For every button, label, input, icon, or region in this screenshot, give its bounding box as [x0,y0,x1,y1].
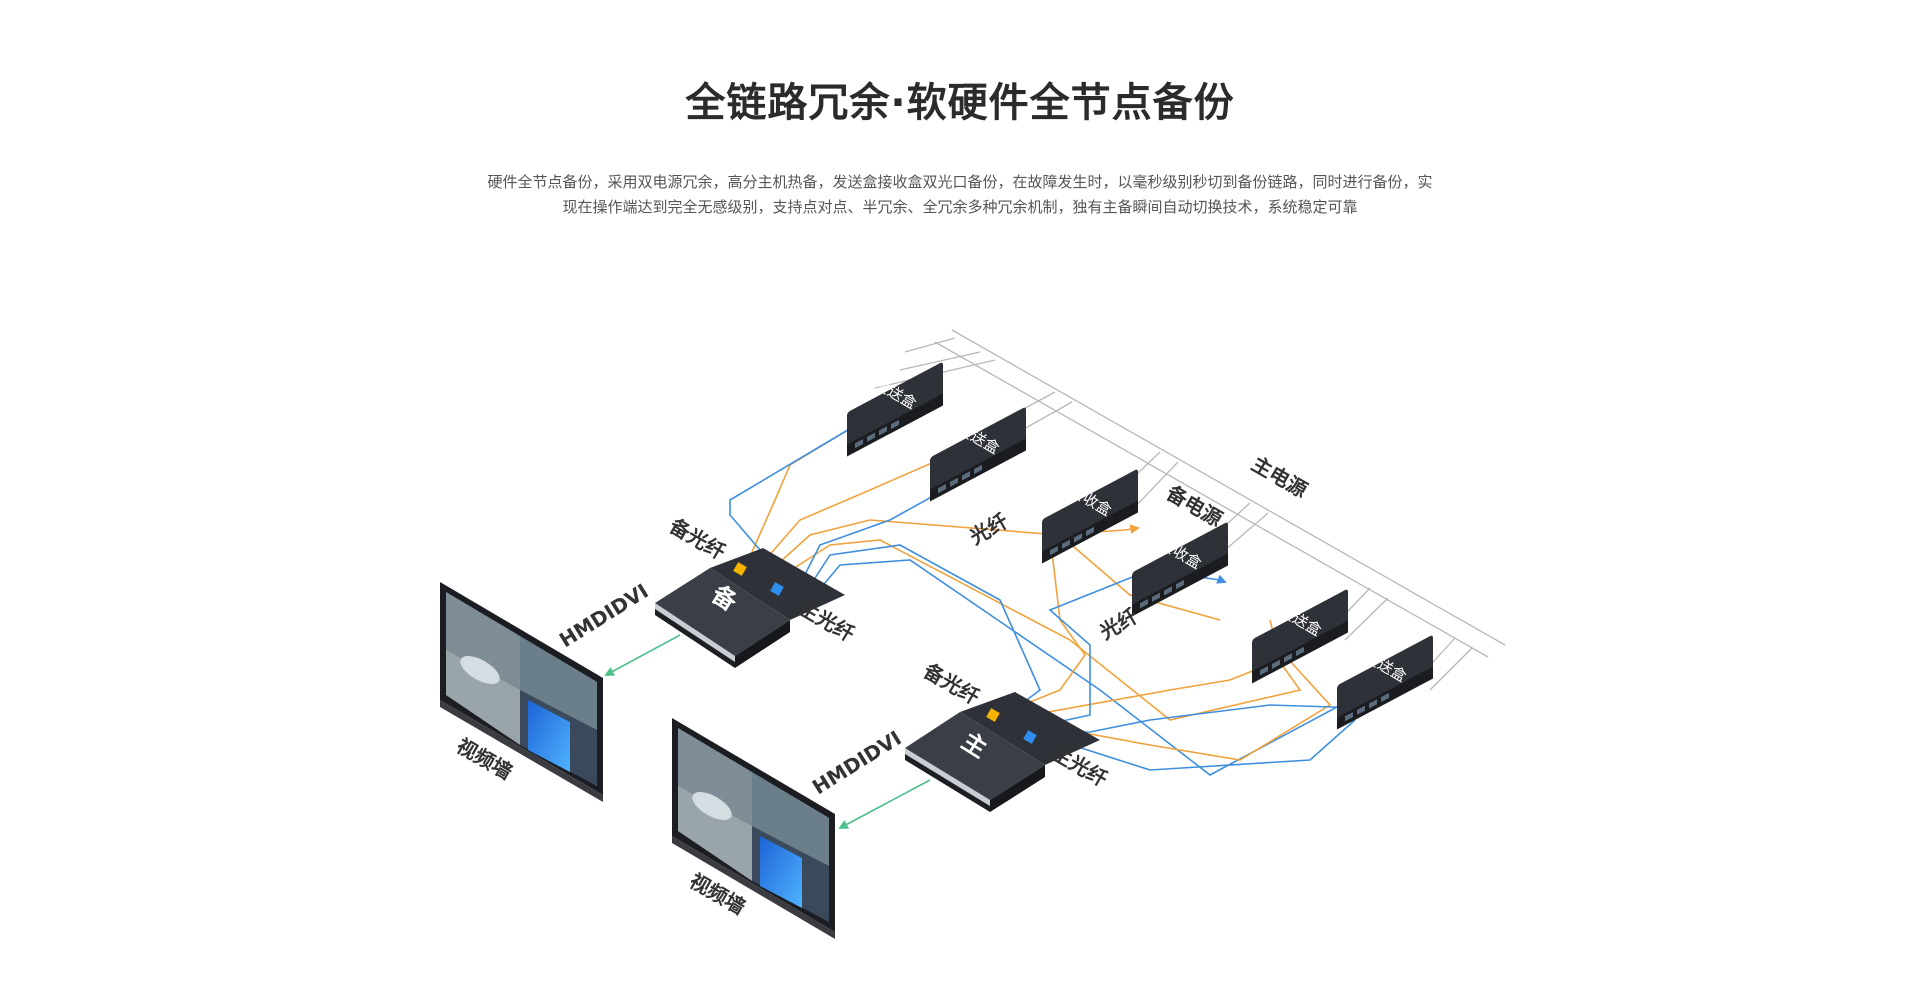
main-power-label: 主电源 [1248,452,1312,503]
video-wall [440,582,603,802]
intro-line-1: 硬件全节点备份，采用双电源冗余，高分主机热备，发送盒接收盒双光口备份，在故障发生… [487,173,1433,191]
backup-fiber-port [733,562,747,576]
backup-power-label: 备电源 [1162,480,1227,531]
hdmi-link [838,779,931,829]
sender-box [1252,589,1348,684]
backup-fiber-link [767,539,1302,721]
main-fiber-port [1023,730,1037,744]
receiver-box [1132,522,1228,617]
main-host [905,692,1100,812]
hdmi-link [604,634,681,676]
backup-fiber-link [751,453,952,576]
main-fiber-link [1049,719,1356,771]
main-fiber-link [1029,569,1227,729]
video-wall [672,718,835,939]
intro-line-2: 现在操作端达到完全无感级别，支持点对点、半冗余、全冗余多种冗余机制，独有主备瞬间… [562,198,1358,216]
backup-fiber-label: 备光纤 [665,513,730,564]
hdmi-label: HMDIDVI [555,579,653,652]
receiver-box [1042,469,1138,564]
sender-box [1337,635,1433,730]
sender-box [930,407,1026,502]
backup-fiber-port [986,708,1000,722]
fiber-label: 光纤 [965,509,1013,550]
backup-fiber-link [1004,524,1140,713]
backup-fiber-label: 备光纤 [919,658,984,709]
sender-box [847,362,943,457]
main-fiber-link [805,544,1041,706]
hdmi-label: HMDIDVI [808,726,906,799]
page-title: 全链路冗余·软硬件全节点备份 [685,80,1235,126]
intro-paragraph: 硬件全节点备份，采用双电源冗余，高分主机热备，发送盒接收盒双光口备份，在故障发生… [455,170,1465,220]
main-fiber-port [770,582,784,596]
